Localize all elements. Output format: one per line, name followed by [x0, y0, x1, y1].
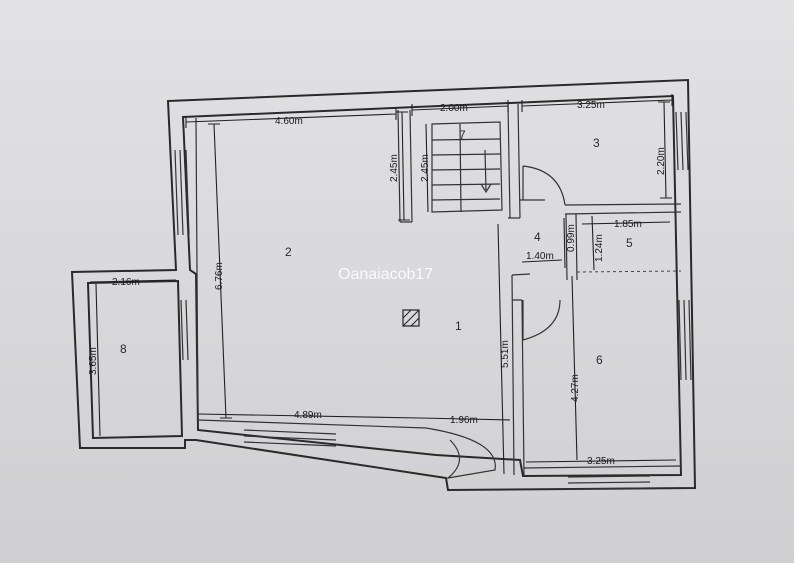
room-label-2: 2 [285, 245, 292, 259]
dim-label-4-27: 4.27m [570, 374, 581, 402]
dim-label-2-00: 2.00m [440, 103, 468, 114]
room-label-7: 7 [459, 128, 466, 142]
outer-walls [70, 78, 697, 492]
doors [425, 165, 566, 479]
dim-label-6-76: 6.76m [214, 262, 225, 290]
stairs [431, 121, 503, 213]
dimension-lines [89, 94, 677, 475]
dimension-labels: 4.60m 2.00m 3.25m 2.20m 2.45m 2.45m 6.76… [88, 100, 667, 467]
dim-label-2-20: 2.20m [656, 147, 667, 175]
dim-label-1-24: 1.24m [594, 234, 605, 262]
room-label-1: 1 [455, 319, 462, 333]
watermark: Oanaiacob17 [338, 266, 433, 283]
room-label-3: 3 [593, 136, 600, 150]
room-label-6: 6 [596, 353, 603, 367]
dim-label-1-40: 1.40m [526, 251, 554, 262]
dim-label-2-16: 2.16m [112, 277, 140, 288]
chimney-symbol [402, 309, 420, 327]
dim-label-2-45-inner: 2.45m [420, 154, 431, 182]
interior-walls [195, 103, 682, 477]
dim-label-1-96: 1.96m [450, 415, 478, 426]
room-label-5: 5 [626, 236, 633, 250]
dim-label-3-65: 3.65m [88, 347, 99, 375]
dim-label-3-25-top: 3.25m [577, 100, 605, 111]
room-label-8: 8 [120, 342, 127, 356]
windows [174, 111, 692, 490]
dim-label-3-25-bottom: 3.25m [587, 456, 615, 467]
dim-label-4-60: 4.60m [275, 116, 303, 127]
dim-label-2-45-outer: 2.45m [389, 154, 400, 182]
dim-label-1-85: 1.85m [614, 219, 642, 230]
room-label-4: 4 [534, 230, 541, 244]
room-labels: 1 2 3 4 5 6 7 8 [120, 128, 633, 367]
dim-label-5-51: 5.51m [500, 340, 511, 368]
dim-label-0-99: 0.99m [566, 224, 577, 252]
dim-label-4-89: 4.89m [294, 410, 322, 421]
